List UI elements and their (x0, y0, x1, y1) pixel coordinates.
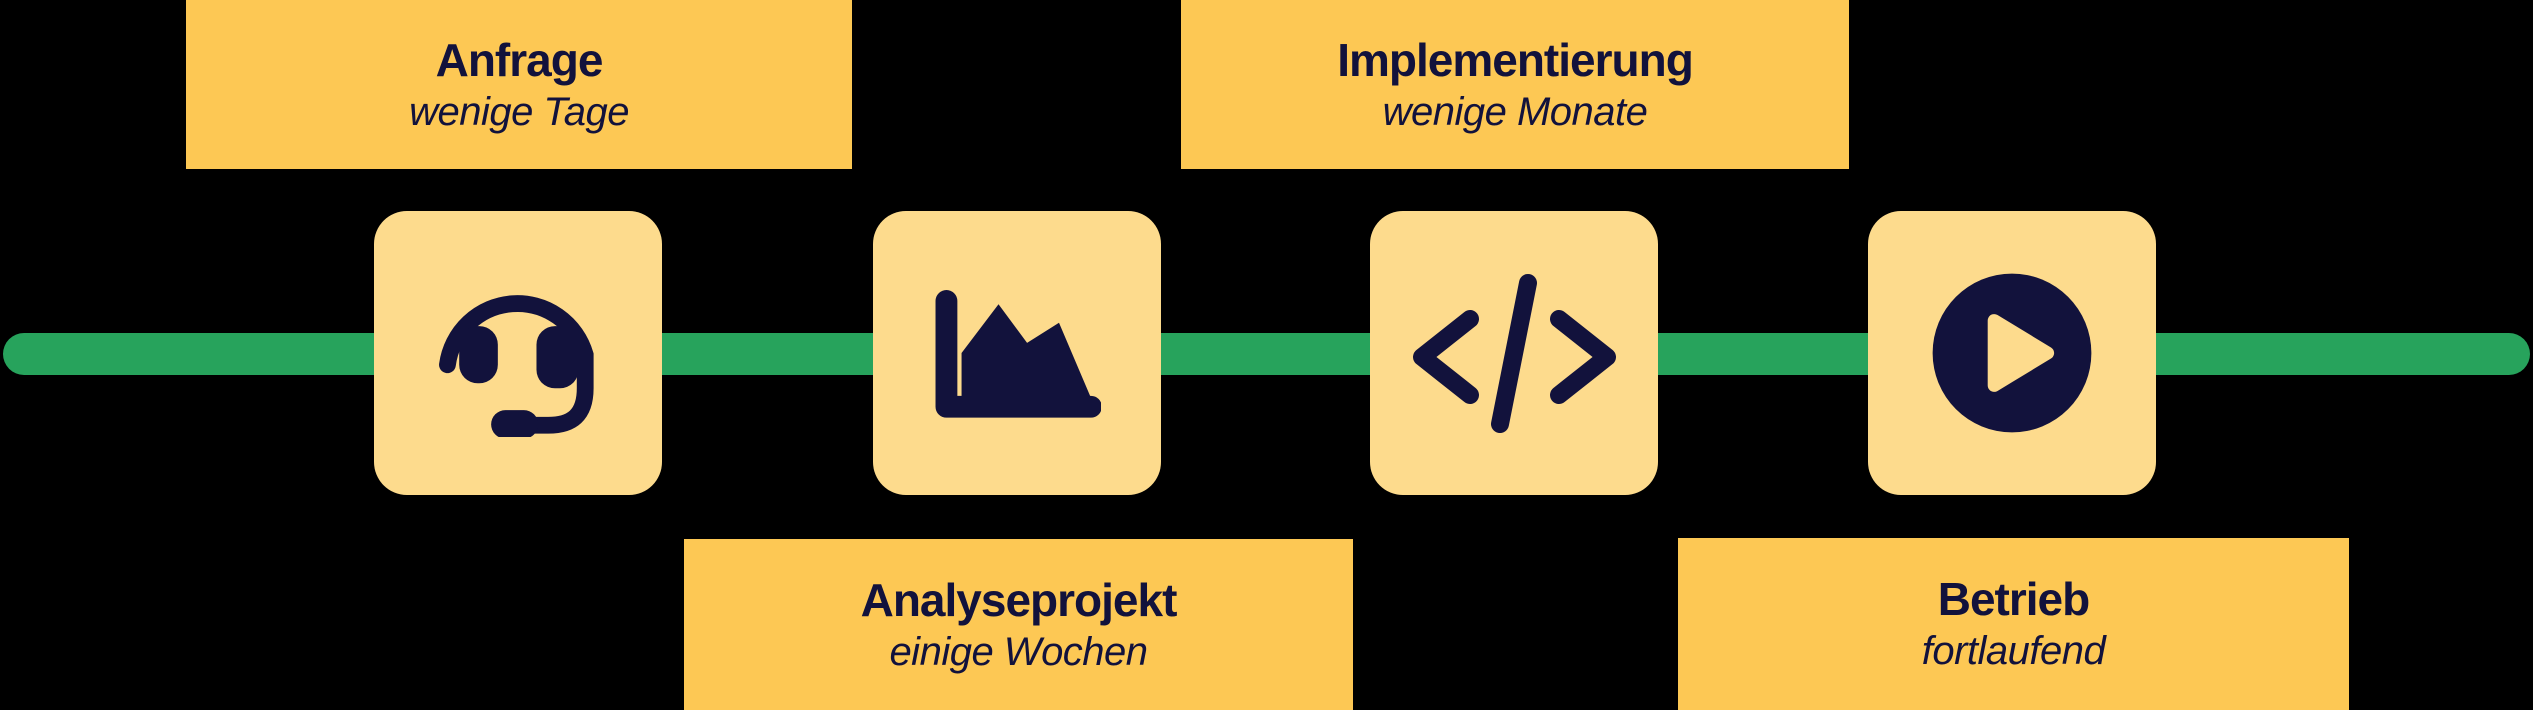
label-box-analyseprojekt: Analyseprojekt einige Wochen (684, 539, 1353, 710)
step-duration: einige Wochen (889, 629, 1148, 674)
play-circle-icon (1932, 273, 2092, 433)
step-title: Anfrage (435, 33, 604, 86)
headset-icon (439, 295, 594, 437)
step-duration: wenige Monate (1382, 89, 1648, 134)
step-duration: wenige Tage (409, 89, 629, 134)
label-box-implementierung: Implementierung wenige Monate (1181, 0, 1849, 169)
label-box-anfrage: Anfrage wenige Tage (186, 0, 852, 169)
step-duration: fortlaufend (1921, 629, 2106, 673)
icon-box-implementierung (1370, 211, 1658, 495)
step-title: Implementierung (1337, 33, 1694, 86)
icon-box-anfrage (374, 211, 662, 495)
label-box-betrieb: Betrieb fortlaufend (1678, 538, 2349, 710)
area-chart-icon (935, 290, 1101, 418)
step-title: Betrieb (1937, 573, 2090, 625)
icon-box-betrieb (1868, 211, 2156, 495)
icon-box-analyseprojekt (873, 211, 1161, 495)
step-title: Analyseprojekt (860, 573, 1178, 626)
code-icon (1412, 273, 1616, 433)
